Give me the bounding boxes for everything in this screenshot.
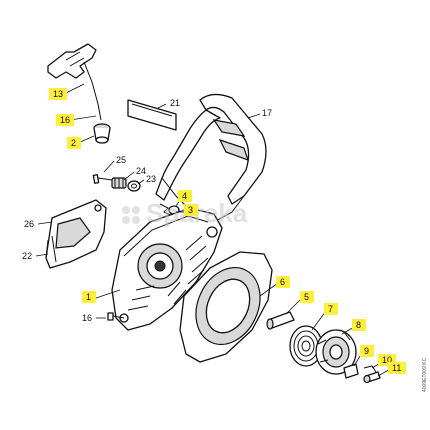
callout-11: 11 bbox=[388, 362, 406, 374]
rewind-spring bbox=[289, 325, 323, 367]
callout-8: 8 bbox=[352, 319, 366, 331]
pawl bbox=[343, 363, 359, 379]
svg-text:1: 1 bbox=[86, 292, 91, 302]
hand-guard bbox=[155, 93, 267, 223]
svg-text:13: 13 bbox=[53, 89, 63, 99]
callout-4: 4 bbox=[178, 190, 192, 202]
svg-text:10: 10 bbox=[382, 355, 392, 365]
svg-text:2: 2 bbox=[71, 138, 76, 148]
drawing-code: 4009ET009 KC bbox=[422, 357, 428, 392]
callout-21: 21 bbox=[170, 98, 180, 108]
callout-7: 7 bbox=[324, 303, 338, 315]
svg-text:9: 9 bbox=[364, 346, 369, 356]
callout-9: 9 bbox=[360, 345, 374, 357]
screw-11 bbox=[363, 371, 381, 384]
callout-3: 3 bbox=[184, 204, 198, 216]
rope-rotor bbox=[315, 329, 357, 375]
bush-22 bbox=[127, 180, 141, 192]
callout-2: 2 bbox=[67, 137, 81, 149]
callout-26: 26 bbox=[24, 219, 34, 229]
callout-12: 13 bbox=[49, 88, 67, 100]
callout-24: 25 bbox=[116, 155, 126, 165]
callout-5: 5 bbox=[300, 291, 314, 303]
fan-cover bbox=[179, 251, 273, 363]
svg-text:11: 11 bbox=[392, 363, 401, 373]
callout-23: 24 bbox=[136, 166, 146, 176]
callout-25: 22 bbox=[22, 251, 32, 261]
callout-16: 16 bbox=[82, 313, 92, 323]
svg-text:7: 7 bbox=[328, 304, 333, 314]
svg-text:6: 6 bbox=[280, 277, 285, 287]
starter-grip bbox=[47, 43, 102, 121]
callout-6: 6 bbox=[276, 276, 290, 288]
rope-guide-bush bbox=[93, 123, 111, 144]
callout-17: 17 bbox=[262, 108, 272, 118]
spring-clip bbox=[363, 365, 377, 373]
fan-housing bbox=[111, 207, 223, 331]
svg-text:3: 3 bbox=[188, 205, 193, 215]
svg-text:4: 4 bbox=[182, 191, 187, 201]
svg-text:5: 5 bbox=[304, 292, 309, 302]
spacer-23 bbox=[111, 177, 127, 189]
spring-3 bbox=[159, 203, 173, 217]
callout-22: 23 bbox=[146, 174, 156, 184]
screw-16 bbox=[107, 312, 125, 321]
cover-plate bbox=[45, 199, 107, 269]
callout-1: 1 bbox=[82, 291, 96, 303]
bearing-pin bbox=[266, 311, 295, 330]
svg-text:8: 8 bbox=[356, 320, 361, 330]
decal-21 bbox=[127, 99, 177, 131]
svg-text:16: 16 bbox=[60, 115, 70, 125]
callout-13: 16 bbox=[56, 114, 74, 126]
